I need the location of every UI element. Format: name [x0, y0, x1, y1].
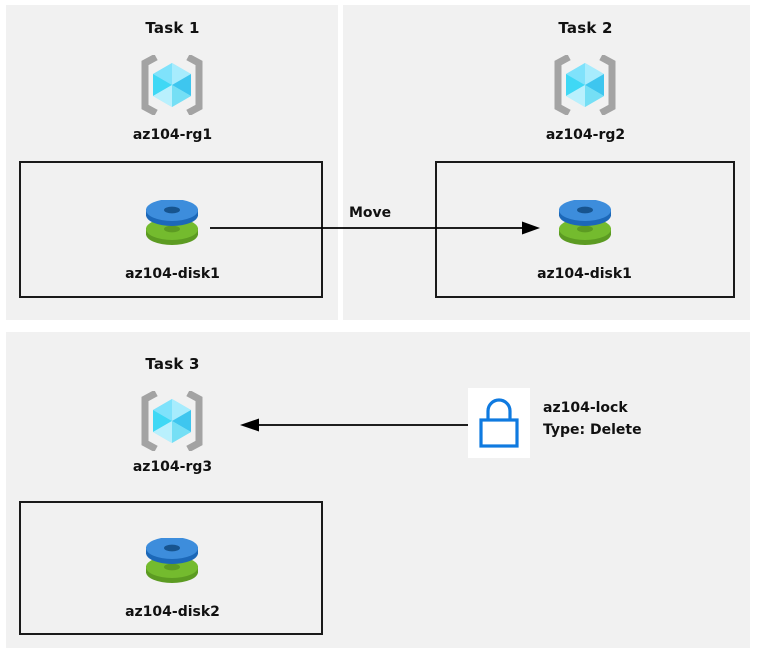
- padlock-icon: [479, 398, 519, 448]
- lock-type: Type: Delete: [543, 422, 642, 438]
- resource-group-cube-icon: [554, 55, 616, 115]
- managed-disk-icon: [146, 200, 198, 245]
- task-1-title: Task 1: [145, 19, 200, 37]
- task-3-title: Task 3: [145, 355, 200, 373]
- resource-group-cube-icon: [141, 55, 203, 115]
- lock-name: az104-lock: [543, 400, 628, 416]
- resource-group-label: az104-rg3: [132, 459, 213, 475]
- lock-text-block: az104-lock Type: Delete: [543, 397, 642, 441]
- disk-label: az104-disk1: [125, 266, 220, 282]
- move-arrow-label: Move: [349, 205, 392, 221]
- managed-disk-icon: [146, 538, 198, 583]
- resource-group-label: az104-rg2: [545, 127, 626, 143]
- disk-label: az104-disk1: [537, 266, 632, 282]
- resource-group-cube-icon: [141, 391, 203, 451]
- managed-disk-icon: [559, 200, 611, 245]
- disk-label: az104-disk2: [125, 604, 220, 620]
- resource-group-label: az104-rg1: [132, 127, 213, 143]
- lock-arrow: [240, 418, 470, 432]
- move-arrow: [210, 221, 540, 235]
- task-2-title: Task 2: [558, 19, 613, 37]
- lock-card: [468, 388, 530, 458]
